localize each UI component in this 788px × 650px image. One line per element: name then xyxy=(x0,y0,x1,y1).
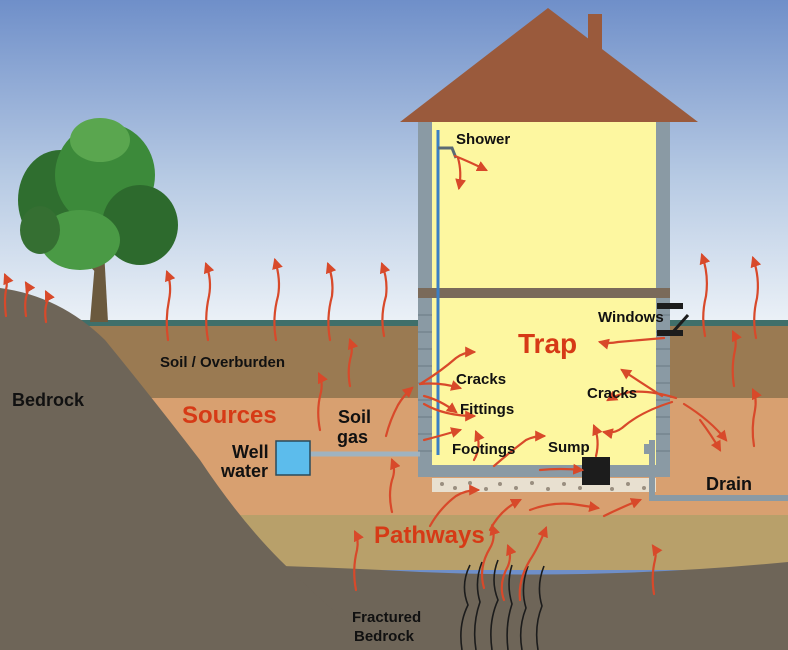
sump-pit xyxy=(582,457,610,485)
label-fractured-bedrock: Bedrock xyxy=(354,628,415,645)
label-windows: Windows xyxy=(598,309,664,326)
label-well: Well xyxy=(232,442,269,462)
label-trap: Trap xyxy=(518,328,577,359)
vapor-arrows-interior xyxy=(418,154,678,468)
label-shower: Shower xyxy=(456,131,510,148)
floor-divider xyxy=(418,288,670,298)
shower-head xyxy=(438,146,458,159)
ground-surface-line xyxy=(0,320,788,326)
label-bedrock: Bedrock xyxy=(12,390,85,410)
label-cracks-left: Cracks xyxy=(456,371,506,388)
tree xyxy=(18,118,178,322)
gravel-bed xyxy=(432,478,656,492)
label-pathways: Pathways xyxy=(374,522,485,549)
floor-drain xyxy=(644,444,654,454)
window xyxy=(657,303,690,336)
labels: Shower Windows Trap Cracks Fittings Foot… xyxy=(12,131,752,645)
label-soil: Soil xyxy=(338,407,371,427)
gravel-dots xyxy=(440,481,646,491)
label-water: water xyxy=(220,461,268,481)
label-soil-overburden: Soil / Overburden xyxy=(160,354,285,371)
label-cracks-right: Cracks xyxy=(587,385,637,402)
floor-slab xyxy=(418,465,670,477)
label-sources: Sources xyxy=(182,402,277,429)
vapor-arrows-ground xyxy=(3,252,762,448)
label-fittings: Fittings xyxy=(460,401,514,418)
bedrock-hill xyxy=(0,288,380,650)
basement-blocks xyxy=(418,314,670,452)
drain-pipe xyxy=(649,440,788,501)
label-sump: Sump xyxy=(548,439,590,456)
well-water-tank xyxy=(275,440,311,476)
roof xyxy=(400,8,698,122)
label-drain: Drain xyxy=(706,474,752,494)
bedrock-fractures xyxy=(460,559,545,650)
vapor-arrows-subsurface xyxy=(353,402,728,602)
label-gas: gas xyxy=(337,427,368,447)
label-footings: Footings xyxy=(452,441,515,458)
label-fractured: Fractured xyxy=(352,609,421,626)
